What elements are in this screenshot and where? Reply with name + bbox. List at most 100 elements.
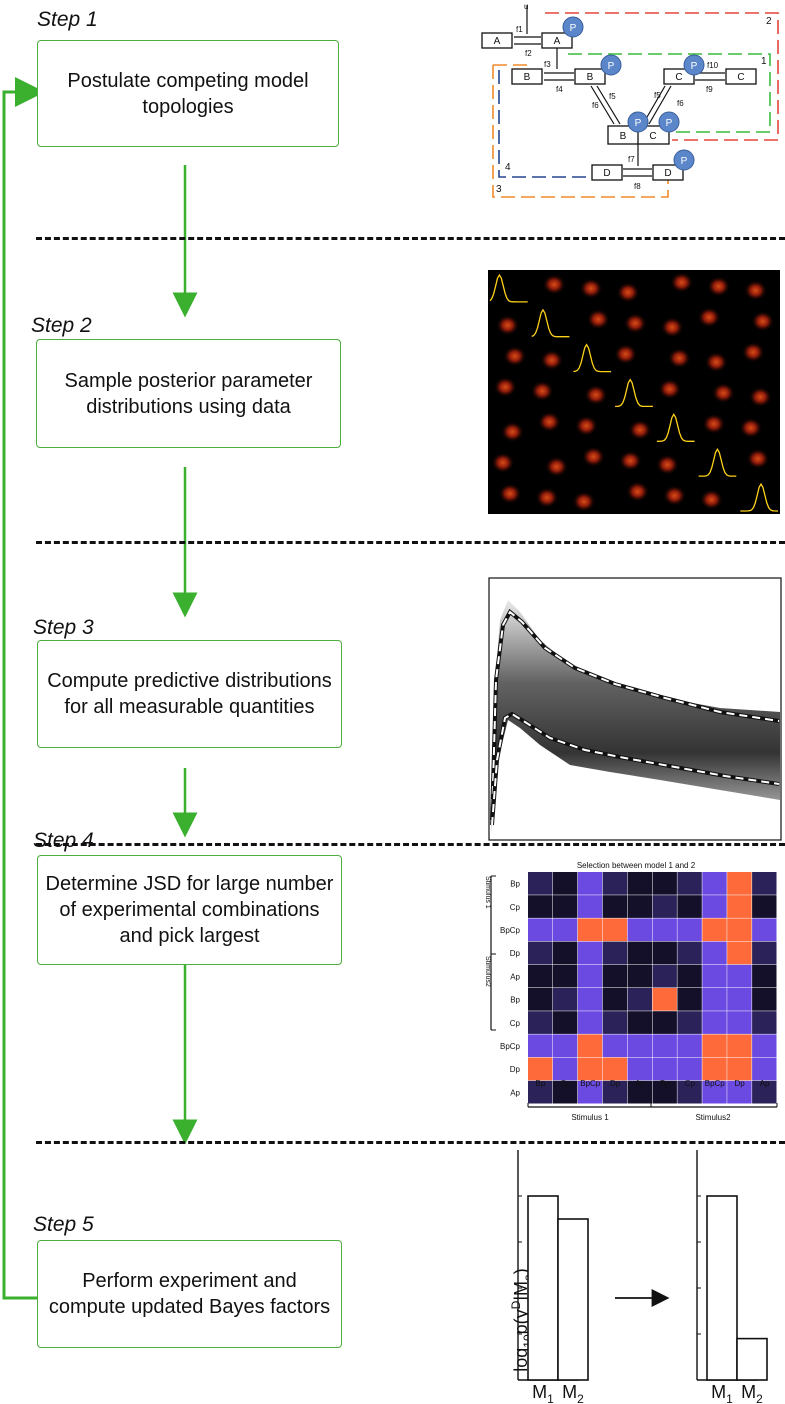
flux-label: f5 — [654, 91, 661, 100]
jsd-cell — [627, 964, 652, 988]
species-label: A — [554, 36, 561, 47]
joint-density — [503, 345, 527, 367]
jsd-cell — [627, 1011, 652, 1034]
jsd-cell — [727, 988, 752, 1011]
joint-density — [584, 384, 608, 406]
phosphate-label: P — [666, 118, 673, 129]
jsd-cell — [552, 895, 578, 918]
jsd-cell — [552, 1034, 578, 1058]
col-label: Bp — [536, 1079, 546, 1088]
jsd-cell — [602, 1080, 628, 1104]
jsd-cell — [602, 964, 628, 988]
input-label: u — [524, 2, 528, 11]
row-label: Ap — [510, 972, 520, 981]
jsd-cell — [677, 1057, 702, 1081]
jsd-cell — [552, 1057, 578, 1081]
phosphate-label: P — [608, 61, 615, 72]
joint-density — [748, 386, 773, 408]
phosphate-marker — [627, 111, 649, 133]
model-label: M1 — [711, 1382, 733, 1404]
step-3-box: Compute predictive distributions for all… — [37, 640, 342, 748]
jsd-cell — [552, 872, 578, 895]
step-2-box: Sample posterior parameter distributions… — [36, 339, 341, 448]
jsd-cell — [702, 895, 727, 918]
jsd-cell — [702, 941, 727, 965]
joint-density — [544, 456, 569, 478]
joint-density — [702, 413, 726, 435]
row-group-label: Stimulus2 — [484, 956, 491, 987]
col-label: BpCp — [580, 1079, 601, 1088]
jsd-cell — [702, 918, 727, 942]
step-4-label: Step 4 — [33, 829, 94, 852]
joint-density — [498, 483, 522, 505]
jsd-cell — [528, 1057, 553, 1081]
jsd-cell — [652, 1057, 677, 1081]
jsd-cell — [652, 895, 677, 918]
jsd-cell — [677, 1011, 702, 1034]
jsd-cell — [727, 895, 752, 918]
joint-density — [625, 481, 650, 503]
flux-label: f4 — [556, 85, 563, 94]
phosphate-marker — [658, 111, 680, 133]
flux-label: f5 — [609, 92, 616, 101]
marginal-curve — [698, 448, 737, 477]
marginal-curve — [740, 482, 778, 512]
joint-density — [535, 487, 559, 509]
step-5-box: Perform experiment and compute updated B… — [37, 1240, 342, 1348]
joint-density — [495, 314, 520, 336]
joint-density — [530, 380, 554, 402]
col-label: Dp — [735, 1079, 746, 1088]
col-label: Ap — [760, 1079, 770, 1088]
phosphate-label: P — [635, 118, 642, 129]
jsd-cell — [528, 872, 553, 895]
jsd-cell — [552, 918, 578, 942]
col-group-label: Stimulus 1 — [571, 1113, 609, 1122]
jsd-cell — [752, 988, 777, 1011]
joint-density — [751, 310, 775, 332]
region-4-border — [498, 70, 590, 178]
marginal-curve — [656, 413, 695, 442]
jsd-cell — [752, 964, 777, 988]
step-1-label: Step 1 — [37, 8, 98, 31]
species-box — [481, 32, 513, 49]
jsd-cell — [652, 918, 677, 942]
bayes-bar — [736, 1337, 768, 1381]
predictive-band — [491, 600, 780, 835]
joint-density — [542, 273, 566, 295]
region-number: 4 — [505, 162, 511, 173]
flux-label: f3 — [544, 60, 551, 69]
bayes-bar — [706, 1195, 738, 1381]
jsd-cell — [602, 872, 628, 895]
joint-density — [493, 376, 517, 398]
jsd-cell — [752, 895, 777, 918]
joint-density — [540, 349, 564, 371]
species-label: C — [675, 72, 682, 83]
jsd-cell — [702, 988, 727, 1011]
joint-density — [628, 419, 652, 441]
phosphate-marker — [683, 54, 705, 76]
jsd-cell — [627, 1080, 652, 1104]
jsd-cell — [752, 1057, 777, 1081]
joint-density — [662, 485, 687, 507]
phosphate-label: P — [691, 61, 698, 72]
jsd-cell — [577, 964, 603, 988]
feedback-loop-arrow — [2, 77, 45, 1300]
jsd-cell — [727, 964, 752, 988]
separator — [36, 843, 785, 846]
marginal-curve — [615, 378, 653, 408]
jsd-cell — [727, 872, 752, 895]
phosphate-label: P — [681, 156, 688, 167]
jsd-cell — [627, 895, 652, 918]
jsd-cell — [702, 1011, 727, 1034]
species-box — [663, 68, 695, 85]
species-label: C — [649, 131, 656, 142]
joint-density — [586, 308, 610, 330]
jsd-cell — [677, 918, 702, 942]
species-label: B — [620, 131, 627, 142]
row-label: Dp — [510, 1065, 521, 1074]
joint-density — [743, 279, 768, 301]
joint-density — [500, 421, 525, 443]
step-1-box: Postulate competing model topologies — [37, 40, 339, 147]
